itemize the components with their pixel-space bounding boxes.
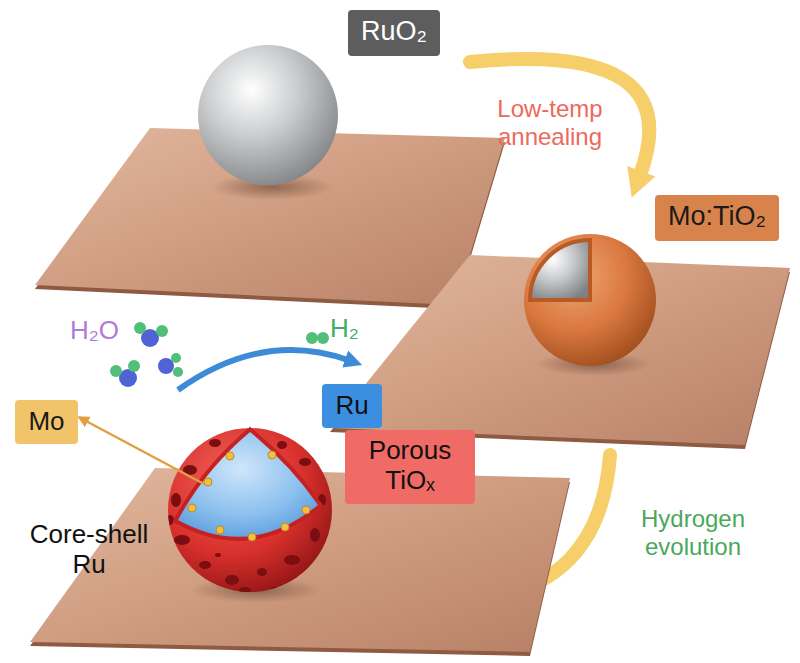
process-label: Hydrogen evolution: [618, 505, 768, 560]
coated-sphere: [524, 234, 656, 366]
process-arrow: [470, 59, 649, 175]
water-molecule: [158, 353, 183, 377]
shell-rim: [178, 432, 318, 537]
water-molecule: [110, 360, 140, 387]
node-text: Mo: [28, 407, 64, 437]
core-tag: Ru: [322, 384, 382, 428]
element-tag: Mo: [15, 400, 78, 444]
node-text: Ru: [335, 391, 368, 421]
leader-arrow: [86, 421, 204, 484]
material-tag: RuO₂: [348, 10, 440, 56]
cutaway-core: [530, 240, 590, 300]
water-molecule: [134, 322, 168, 347]
core-shell-sphere: [168, 428, 332, 592]
node-text: RuO₂: [361, 16, 427, 47]
mo-dots: [188, 451, 310, 541]
hydrogen-molecule: [306, 332, 329, 344]
reactant-label: H₂O: [70, 316, 119, 346]
ru-core: [178, 432, 318, 537]
node-text: Mo:TiO₂: [668, 201, 766, 232]
structure-label: Core-shell Ru: [14, 520, 164, 580]
process-label: Low-temp annealing: [482, 95, 618, 150]
material-tag: Mo:TiO₂: [655, 195, 779, 241]
node-text: Porous TiOₓ: [357, 436, 463, 496]
shell-tag: Porous TiOₓ: [345, 430, 475, 504]
ruo2-sphere: [198, 45, 338, 185]
product-label: H₂: [330, 314, 359, 344]
